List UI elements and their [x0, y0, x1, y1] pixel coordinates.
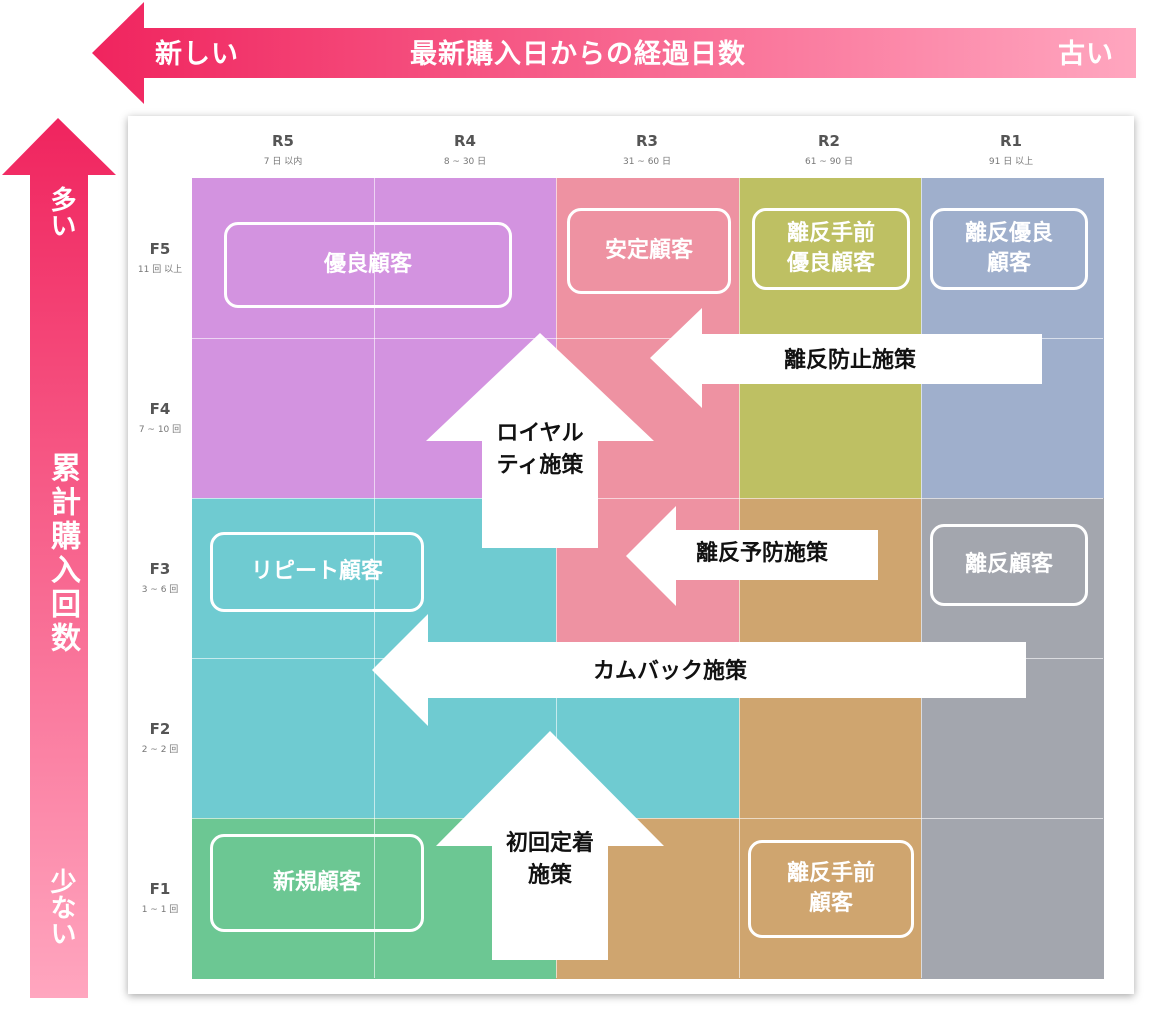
row-code: F3: [149, 560, 171, 578]
segment-stable-customers: 安定顧客: [567, 208, 731, 294]
recency-new-label: 新しい: [155, 39, 239, 70]
column-header-r3: R3 31 ~ 60 日: [556, 132, 738, 167]
recency-axis-title: 最新購入日からの経過日数: [410, 39, 746, 70]
column-range: 8 ~ 30 日: [443, 157, 487, 167]
row-range: 3 ~ 6 回: [141, 585, 179, 595]
segment-repeat-customers: リピート顧客: [210, 532, 424, 612]
column-code: R4: [454, 132, 476, 150]
segment-churned-customers: 離反顧客: [930, 524, 1088, 606]
grid-line: [192, 818, 1103, 819]
row-code: F1: [149, 880, 171, 898]
column-code: R5: [272, 132, 294, 150]
frequency-many-label: 多い: [46, 186, 76, 238]
grid-cell: [374, 178, 558, 339]
column-header-r2: R2 61 ~ 90 日: [738, 132, 920, 167]
grid-cell: [192, 498, 376, 659]
grid-cell: [192, 658, 376, 819]
row-header-f3: F3 3 ~ 6 回: [130, 560, 190, 595]
grid-line: [556, 178, 558, 978]
segment-churned-loyal: 離反優良 顧客: [930, 208, 1088, 290]
first-retention-arrow: [436, 731, 664, 960]
frequency-few-label: 少ない: [46, 868, 76, 946]
row-range: 2 ~ 2 回: [141, 745, 179, 755]
recency-axis-arrow: [92, 2, 1136, 104]
grid-cell: [556, 178, 740, 339]
column-range: 31 ~ 60 日: [622, 157, 672, 167]
row-header-f1: F1 1 ~ 1 回: [130, 880, 190, 915]
row-header-f2: F2 2 ~ 2 回: [130, 720, 190, 755]
column-code: R1: [1000, 132, 1022, 150]
frequency-axis-arrow: [2, 118, 116, 998]
grid-cell: [192, 338, 376, 499]
loyalty-label: ロイヤル ティ施策: [496, 421, 584, 478]
column-header-r4: R4 8 ~ 30 日: [374, 132, 556, 167]
first-retention-label: 初回定着 施策: [505, 831, 594, 888]
segment-loyal-customers: 優良顧客: [224, 222, 512, 308]
churn-precaution-label: 離反予防施策: [695, 541, 828, 566]
row-range: 1 ~ 1 回: [141, 905, 179, 915]
grid-cell: [738, 818, 922, 979]
row-code: F4: [149, 400, 171, 418]
row-range: 11 回 以上: [137, 265, 183, 275]
segment-pre-churn-customers: 離反手前 顧客: [748, 840, 914, 938]
grid-line: [192, 498, 1103, 499]
grid-cell: [920, 818, 1104, 979]
segment-pre-churn-loyal: 離反手前 優良顧客: [752, 208, 910, 290]
comeback-arrow: [372, 614, 1026, 726]
churn-prevention-arrow: [650, 308, 1042, 408]
grid-line: [920, 178, 922, 978]
churn-prevention-label: 離反防止施策: [783, 348, 916, 373]
grid-line: [192, 338, 1103, 339]
row-code: F2: [149, 720, 171, 738]
frequency-axis-title: 累計購入回数: [45, 452, 80, 656]
row-header-f4: F4 7 ~ 10 回: [130, 400, 190, 435]
column-range: 61 ~ 90 日: [804, 157, 854, 167]
column-range: 7 日 以内: [263, 157, 303, 167]
churn-precaution-arrow: [626, 506, 878, 606]
comeback-label: カムバック施策: [592, 659, 747, 684]
row-code: F5: [149, 240, 171, 258]
column-code: R2: [818, 132, 840, 150]
loyalty-arrow: [426, 333, 654, 548]
grid-cell: [192, 178, 376, 339]
grid-line: [374, 178, 376, 978]
column-header-r1: R1 91 日 以上: [920, 132, 1102, 167]
recency-old-label: 古い: [1058, 39, 1114, 70]
column-range: 91 日 以上: [988, 157, 1034, 167]
segment-new-customers: 新規顧客: [210, 834, 424, 932]
grid-cell: [920, 178, 1104, 339]
row-header-f5: F5 11 回 以上: [130, 240, 190, 275]
grid-cell: [738, 178, 922, 339]
column-header-r5: R5 7 日 以内: [192, 132, 374, 167]
column-code: R3: [636, 132, 658, 150]
row-range: 7 ~ 10 回: [138, 425, 182, 435]
